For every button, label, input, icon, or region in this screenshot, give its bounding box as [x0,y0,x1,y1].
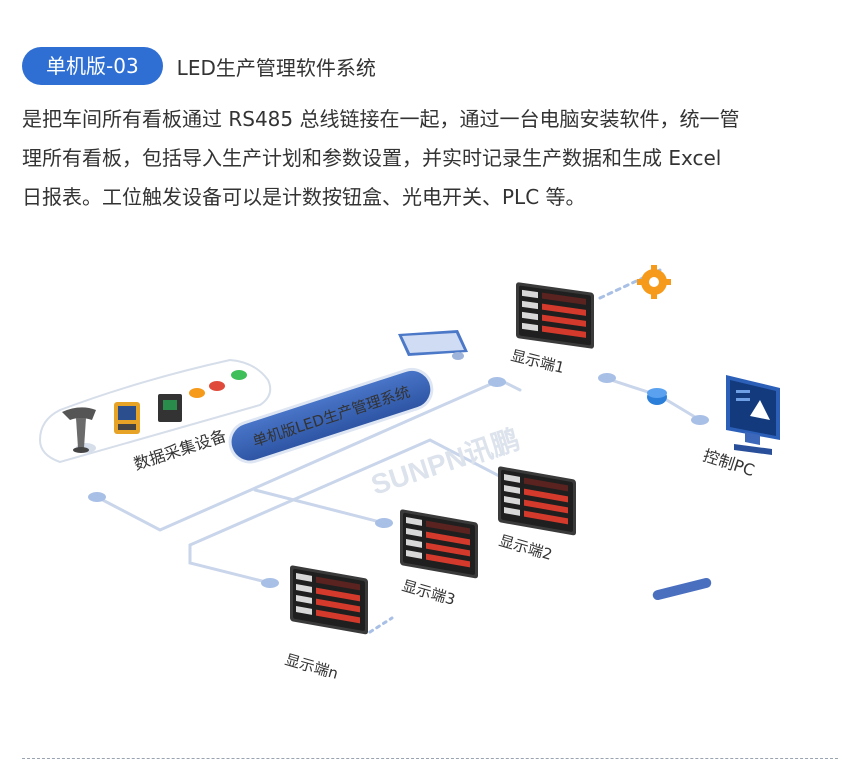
section-badge: 单机版-03 [22,47,163,85]
decorative-bar [652,577,712,601]
display-n-label: 显示端n [283,651,340,683]
keyboard-icon [398,330,468,356]
gear-icon [637,265,671,299]
barcode-scanner-icon [62,407,96,453]
description: 是把车间所有看板通过 RS485 总线链接在一起，通过一台电脑安装软件，统一管 … [22,100,842,217]
section-title: LED生产管理软件系统 [176,55,376,80]
photoelectric-switch-icon [114,402,140,434]
control-pc-icon [726,375,780,455]
plc-icon [158,394,182,422]
display-2 [498,466,576,536]
display-1-label: 显示端1 [509,346,566,377]
description-line-2: 理所有看板，包括导入生产计划和参数设置，并实时记录生产数据和生成 Excel [22,146,722,170]
router-icon [647,388,667,405]
display-3 [400,509,478,579]
counter-buttons-icon [189,370,247,398]
bottom-divider [22,758,838,759]
mouse-icon [452,352,464,360]
display-1 [516,282,594,349]
description-line-3: 日报表。工位触发设备可以是计数按钮盒、光电开关、PLC 等。 [22,185,586,209]
description-line-1: 是把车间所有看板通过 RS485 总线链接在一起，通过一台电脑安装软件，统一管 [22,107,740,131]
display-n [290,565,368,635]
display-3-label: 显示端3 [400,577,457,609]
section-header: 单机版-03 LED生产管理软件系统 [22,47,376,85]
display-2-label: 显示端2 [497,532,554,564]
